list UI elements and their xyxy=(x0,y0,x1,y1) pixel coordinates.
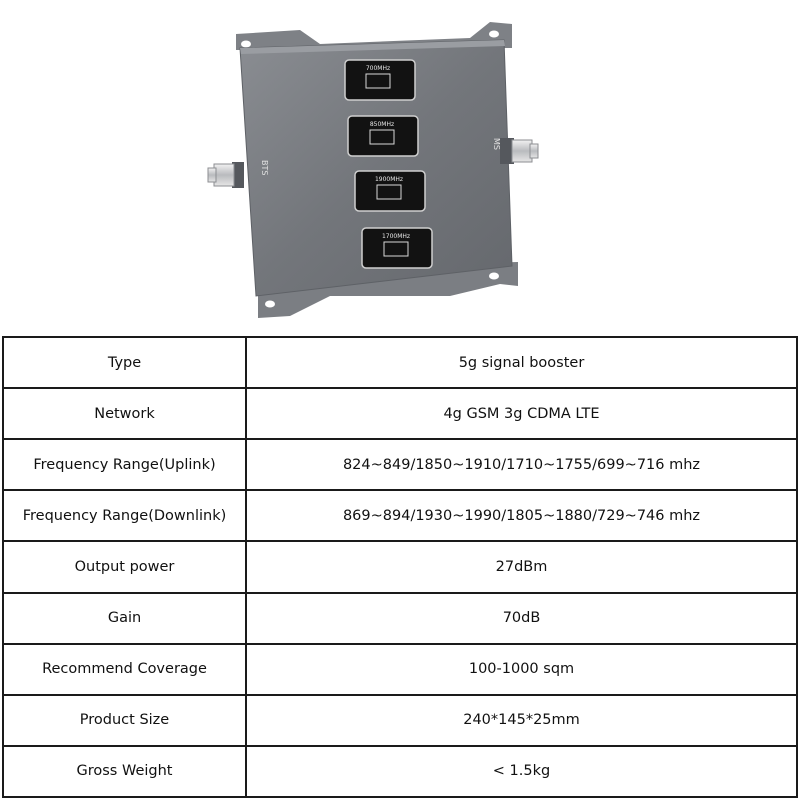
spec-label: Gross Weight xyxy=(2,744,247,799)
band-panel-2: 850MHz xyxy=(347,115,419,157)
band-label: 700MHz xyxy=(366,65,390,72)
spec-value: 240*145*25mm xyxy=(245,693,798,747)
spec-value: 5g signal booster xyxy=(245,335,798,390)
specs-table: Type 5g signal booster Network 4g GSM 3g… xyxy=(2,335,798,799)
table-row: Recommend Coverage 100-1000 sqm xyxy=(2,642,798,696)
mounting-hole xyxy=(489,272,499,280)
spec-label: Recommend Coverage xyxy=(2,642,247,696)
spec-label: Product Size xyxy=(2,693,247,747)
band-panel-1: 700MHz xyxy=(344,59,416,101)
table-row: Frequency Range(Downlink) 869~894/1930~1… xyxy=(2,489,798,543)
spec-label: Type xyxy=(2,335,247,390)
table-row: Product Size 240*145*25mm xyxy=(2,693,798,747)
spec-label: Gain xyxy=(2,591,247,645)
bts-connector xyxy=(207,162,244,188)
table-row: Type 5g signal booster xyxy=(2,335,798,390)
spec-value: 869~894/1930~1990/1805~1880/729~746 mhz xyxy=(245,489,798,543)
spec-value: 824~849/1850~1910/1710~1755/699~716 mhz xyxy=(245,438,798,492)
spec-value: 70dB xyxy=(245,591,798,645)
band-label: 1900MHz xyxy=(375,176,403,183)
table-row: Gross Weight < 1.5kg xyxy=(2,744,798,799)
body-top-edge xyxy=(240,40,505,54)
spec-label: Output power xyxy=(2,540,247,594)
signal-booster-image: BTS MS 700MHz 850MHz 1900MHz 1700MHz xyxy=(207,22,539,318)
mounting-hole xyxy=(241,40,251,48)
table-row: Gain 70dB xyxy=(2,591,798,645)
spec-value: 27dBm xyxy=(245,540,798,594)
ms-connector xyxy=(500,138,539,164)
spec-label: Network xyxy=(2,387,247,441)
product-image-area: BTS MS 700MHz 850MHz 1900MHz 1700MHz xyxy=(0,0,800,336)
spec-value: < 1.5kg xyxy=(245,744,798,799)
spec-label: Frequency Range(Uplink) xyxy=(2,438,247,492)
band-panel-3: 1900MHz xyxy=(354,170,426,212)
table-row: Frequency Range(Uplink) 824~849/1850~191… xyxy=(2,438,798,492)
bts-label: BTS xyxy=(260,160,269,175)
ms-label: MS xyxy=(492,138,501,150)
table-row: Network 4g GSM 3g CDMA LTE xyxy=(2,387,798,441)
spec-label: Frequency Range(Downlink) xyxy=(2,489,247,543)
spec-value: 100-1000 sqm xyxy=(245,642,798,696)
band-label: 1700MHz xyxy=(382,233,410,240)
mounting-hole xyxy=(265,300,275,308)
spec-value: 4g GSM 3g CDMA LTE xyxy=(245,387,798,441)
mounting-hole xyxy=(489,30,499,38)
band-label: 850MHz xyxy=(370,121,394,128)
band-panel-4: 1700MHz xyxy=(361,227,433,269)
table-row: Output power 27dBm xyxy=(2,540,798,594)
